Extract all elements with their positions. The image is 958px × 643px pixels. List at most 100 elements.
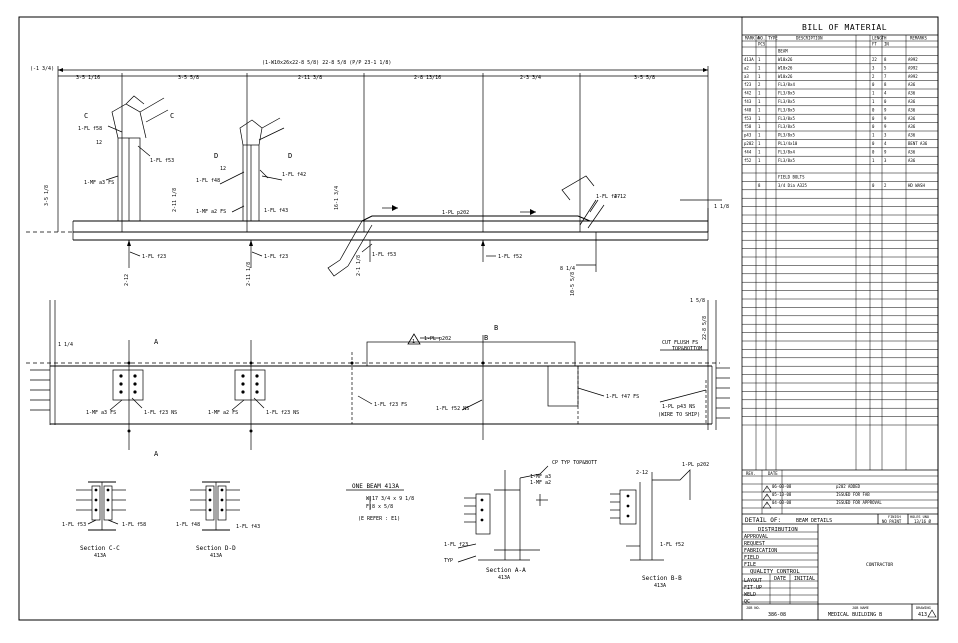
left-elev-label: (-1 3/4) (30, 66, 54, 72)
vdim-8: 2-1 1/8 (356, 255, 362, 276)
bom-cell: A36 (908, 158, 916, 163)
label-fl23-ns-a: 1-FL f23 NS (144, 410, 177, 416)
revision-grid (742, 470, 938, 514)
bom-cell: 0 (872, 141, 875, 146)
footer-block: JOB NO. 386-08 JOB NAME MEDICAL BUILDING… (746, 606, 937, 618)
dist-item-fabrication: FABRICATION (744, 548, 777, 554)
bom-cell: W10x26 (778, 65, 793, 70)
middle-labels: 1-FL f23 NS 1-MF a3 FS 1-FL f23 NS 1-MF … (58, 324, 702, 458)
bom-cell: A36 (908, 99, 916, 104)
bom-cell: BEAM (778, 49, 788, 54)
bom-cell: 1 (758, 91, 761, 96)
detail-value: BEAM DETAILS (796, 518, 832, 524)
cut-mark-d-right: D (288, 152, 292, 160)
bom-cell: 5 (884, 65, 887, 70)
small-dim-mid-a: 1 1/4 (58, 342, 73, 348)
quality-item-layout: LAYOUT (744, 578, 762, 584)
bom-cell: FL3/8x5 (778, 99, 795, 104)
bom-cell: 2 (872, 74, 875, 79)
bom-cell: A36 (908, 116, 916, 121)
small-dim-3: 2-12 (614, 194, 626, 200)
section-bb-sub: 413A (654, 583, 666, 589)
label-p202-top: 1-PL p202 (442, 210, 469, 216)
bom-cell: PL1/4x10 (778, 141, 798, 146)
bom-header-5: REMARKS (910, 36, 927, 41)
bom-cell: 3 (884, 133, 887, 138)
label-fl47: 1-FL f47 (596, 194, 620, 200)
bom-cell: a3 (744, 74, 749, 79)
top-elevation (26, 66, 722, 277)
dim-1: 3-5 1/16 (76, 75, 100, 81)
label-fl42: 1-FL f42 (282, 172, 306, 178)
label-fl47-fs: 1-FL f47 FS (606, 394, 639, 400)
section-bb-dim: 2-12 (636, 470, 648, 476)
quality-item-weld: WELD (744, 592, 756, 598)
section-marks-top (58, 68, 708, 246)
bom-header-1: NO. (758, 36, 765, 41)
vdim-4: 10-5 5/8 (570, 272, 576, 296)
bom-cell: 3/4 Dia A325 (778, 183, 807, 188)
dim-5: 2-3 3/4 (520, 75, 541, 81)
label-mf-a3: 1-MF a3 FS (84, 180, 114, 186)
quality-item-qc: QC (744, 599, 750, 605)
section-dd-fl48: 1-FL f48 (176, 522, 200, 528)
sheet-border (18, 16, 939, 621)
bom-cell: 4 (884, 141, 887, 146)
job-no-value: 386-08 (768, 612, 786, 618)
detail-label: DETAIL OF: (745, 517, 781, 524)
dist-item-field: FIELD (744, 555, 759, 561)
middle-elevation (26, 300, 730, 450)
distribution-lines (742, 531, 818, 604)
section-aa-title: Section A-A (486, 567, 526, 574)
bom-cell: 0 (872, 149, 875, 154)
vdim-2: 2-11 1/8 (172, 188, 178, 212)
bom-cell: 1 (758, 141, 761, 146)
bom-header-2: TYPE (768, 36, 778, 41)
bom-cell: 1 (758, 133, 761, 138)
section-bb-title: Section B-B (642, 575, 682, 582)
section-aa-cp: CP TYP TOP&BOTT (552, 460, 597, 466)
rev-description: ISSUED FOR FAB (836, 492, 870, 497)
label-fl43: 1-FL f43 (264, 208, 288, 214)
bom-cell: HD WASH (908, 183, 925, 188)
bom-cell: 0 (872, 116, 875, 121)
label-top-bottom: TOP&BOTTOM (672, 346, 702, 352)
quality-title: QUALITY CONTROL (750, 569, 800, 575)
bom-cell: 0 (872, 82, 875, 87)
vdim-7: 2-11 1/8 (246, 262, 252, 286)
bom-cell: A992 (908, 65, 918, 70)
section-aa-sub: 413A (498, 575, 510, 581)
bom-cell: 0 (872, 124, 875, 129)
bom-subheader-2: IN (884, 42, 889, 47)
bom-cell: 1 (872, 99, 875, 104)
bom-cell: 9 (884, 149, 887, 154)
rev-number: 0 (766, 494, 768, 498)
section-dd-sub: 413A (210, 553, 222, 559)
bom-cell: 3 (884, 158, 887, 163)
section-dd-fl43: 1-FL f43 (236, 524, 260, 530)
bom-cell: f44 (744, 149, 752, 154)
bom-cell: 1 (758, 65, 761, 70)
bom-cell: 3 (872, 65, 875, 70)
label-fl52-ns: 1-FL f52 NS (436, 406, 469, 412)
label-fl53: 1-FL f53 (150, 158, 174, 164)
bom-cell: 8 (884, 82, 887, 87)
bom-cell: p202 (744, 141, 754, 146)
section-views (76, 465, 691, 563)
vdim-5: 22-8 5/8 (702, 316, 708, 340)
quality-initial-header: INITIAL (794, 576, 815, 582)
drawing-label: DRAWING (916, 606, 931, 610)
rev-description: p202 ADDED (836, 484, 861, 489)
finish-value: NO PAINT (882, 519, 902, 524)
bom-cell: A992 (908, 57, 918, 62)
bom-cell: 1 (872, 91, 875, 96)
rev-number: 0 (766, 502, 768, 506)
label-fl58: 1-FL f58 (78, 126, 102, 132)
contractor-label: CONTRACTOR (866, 562, 893, 568)
bom-cell: f53 (744, 116, 752, 121)
job-name-label: JOB NAME (852, 606, 869, 610)
bom-cell: 1 (758, 74, 761, 79)
bom-cell: A36 (908, 82, 916, 87)
